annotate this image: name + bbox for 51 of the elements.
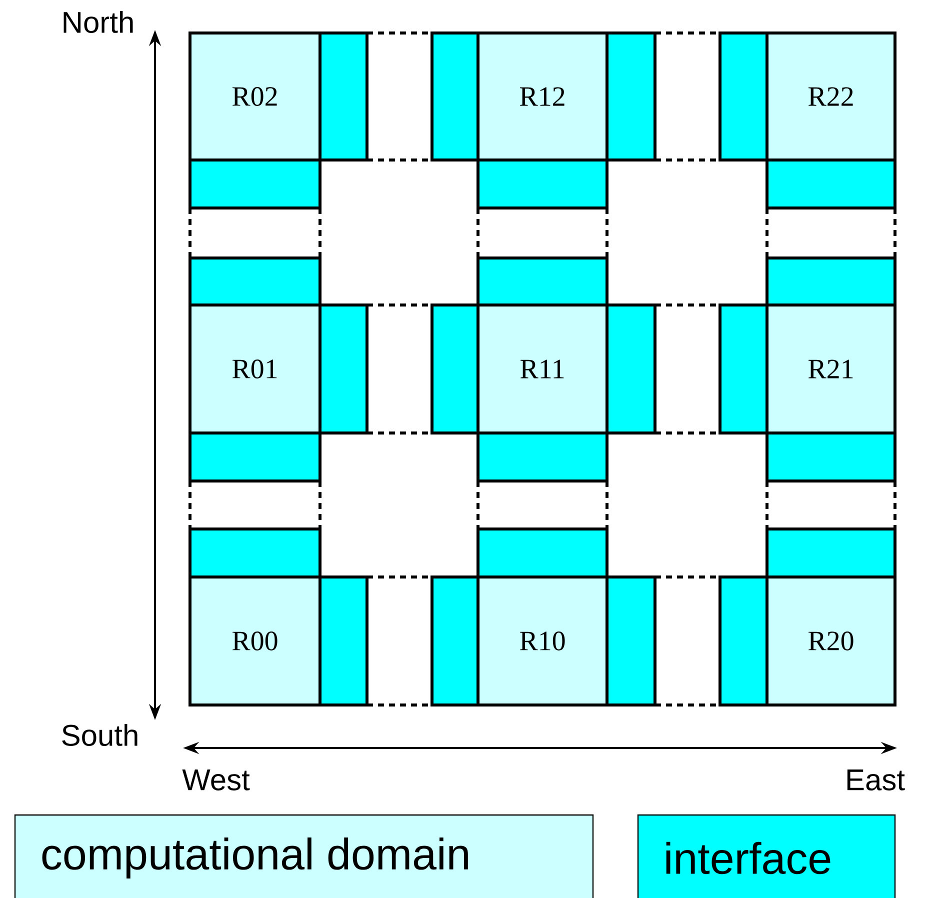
dotted-connector (606, 481, 608, 529)
dotted-connector (766, 208, 768, 258)
interface-strip (188, 256, 322, 306)
domain-box: R00 (188, 576, 322, 706)
dotted-connector (766, 481, 768, 529)
direction-label: South (62, 724, 138, 746)
interface-strip (318, 304, 368, 434)
interface-strip (430, 32, 480, 162)
interface-strip (430, 576, 480, 706)
interface-strip (718, 576, 768, 706)
dotted-connector (188, 208, 192, 258)
dotted-connector (318, 481, 322, 529)
legend-label: computational domain (42, 837, 468, 878)
dotted-connector (476, 208, 480, 258)
interface-strip (606, 576, 656, 706)
direction-label: East (847, 770, 905, 790)
interface-strip (188, 528, 322, 578)
domain-box: R02 (188, 32, 322, 162)
interface-strip (188, 158, 322, 210)
interface-strip (476, 432, 608, 482)
interface-strip (188, 432, 322, 482)
interface-strip (766, 256, 896, 306)
dotted-connector (476, 481, 480, 529)
interface-strip (476, 158, 608, 210)
interface-strip (476, 528, 608, 578)
dotted-connector (606, 208, 608, 258)
interface-strip (766, 432, 896, 482)
dotted-connector (188, 481, 192, 529)
interface-strip (430, 304, 480, 434)
domain-box: R21 (766, 304, 896, 434)
dotted-connector (894, 481, 896, 529)
interface-strip (718, 32, 768, 162)
interface-strip (318, 576, 368, 706)
dotted-connector (318, 208, 322, 258)
interface-strip (606, 32, 656, 162)
domain-box: R20 (766, 576, 896, 706)
domain-box: R12 (476, 32, 608, 162)
legend-label: interface (666, 842, 830, 874)
domain-box: R10 (476, 576, 608, 706)
domain-box: R11 (476, 304, 608, 434)
dotted-connector (894, 208, 896, 258)
direction-label: North (64, 10, 133, 33)
interface-strip (318, 32, 368, 162)
direction-label: West (182, 770, 250, 790)
interface-strip (766, 528, 896, 578)
interface-strip (718, 304, 768, 434)
interface-strip (476, 256, 608, 306)
interface-strip (606, 304, 656, 434)
domain-box: R01 (188, 304, 322, 434)
domain-box: R22 (766, 32, 896, 162)
interface-strip (766, 158, 896, 210)
